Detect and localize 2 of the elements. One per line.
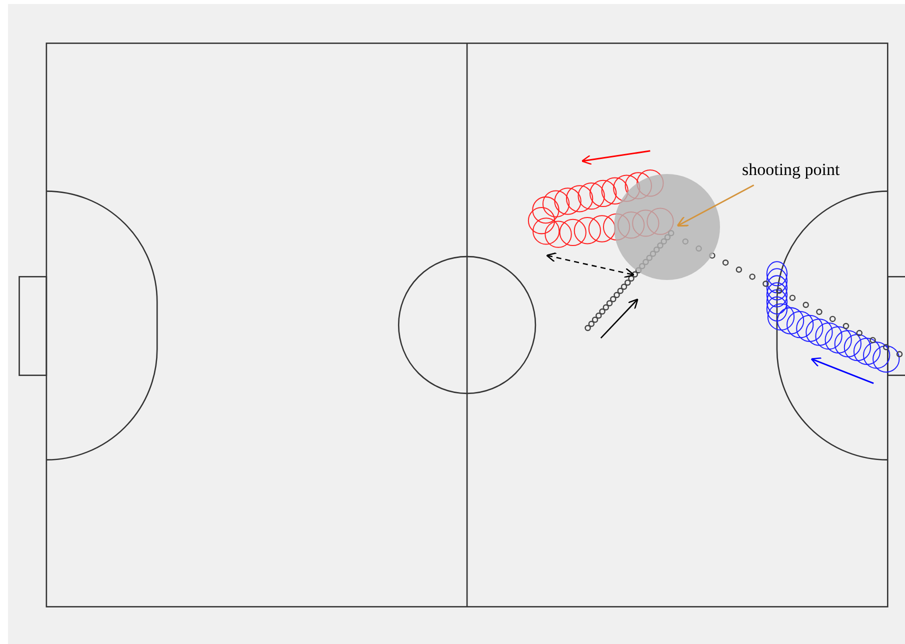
callout-label: shooting point bbox=[742, 160, 841, 180]
leader-line bbox=[676, 184, 754, 227]
